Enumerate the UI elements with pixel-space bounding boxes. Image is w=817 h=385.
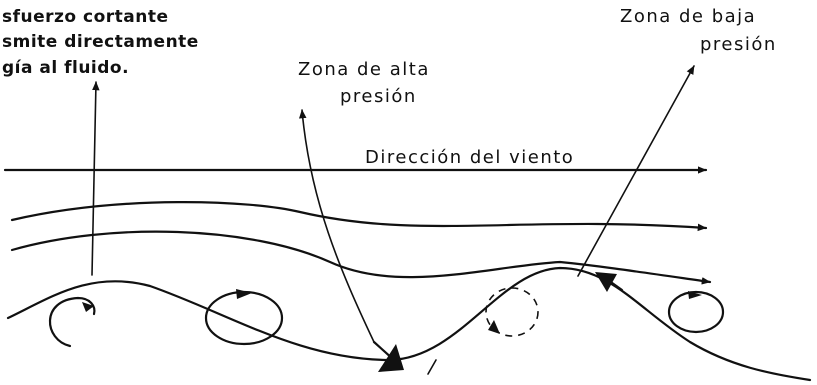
eddy-right [667, 290, 725, 334]
shear-stress-arrow [91, 81, 100, 276]
eddy-left [48, 296, 96, 348]
pressure-force-up-head [595, 272, 617, 292]
shear-label-line-2: smite directamente [2, 32, 199, 52]
shear-label-line-3: gía al fluido. [2, 58, 129, 78]
high-pressure-line-2: presión [340, 86, 417, 107]
streamline-lower [10, 230, 712, 285]
shear-label-line-1: sfuerzo cortante [2, 7, 169, 27]
eddy-dashed [485, 287, 539, 337]
low-pressure-leader-arrow [577, 65, 695, 277]
pressure-force-down-head [378, 344, 404, 372]
eddy-center [204, 289, 284, 346]
pressure-force-arrow-down [372, 340, 404, 372]
high-pressure-line-1: Zona de alta [298, 59, 430, 80]
streamline-upper [10, 201, 708, 232]
shear-stress-label: sfuerzo cortante smite directamente gía … [2, 7, 199, 78]
small-tick-mark [427, 359, 437, 375]
low-pressure-label: Zona de baja presión [620, 6, 777, 55]
pressure-force-arrow-up [595, 272, 624, 292]
low-pressure-line-2: presión [700, 34, 777, 55]
wave-surface [6, 266, 812, 382]
low-pressure-line-1: Zona de baja [620, 6, 756, 27]
high-pressure-leader-arrow [298, 109, 375, 343]
wind-direction-label: Dirección del viento [365, 147, 574, 168]
high-pressure-label: Zona de alta presión [298, 59, 430, 107]
